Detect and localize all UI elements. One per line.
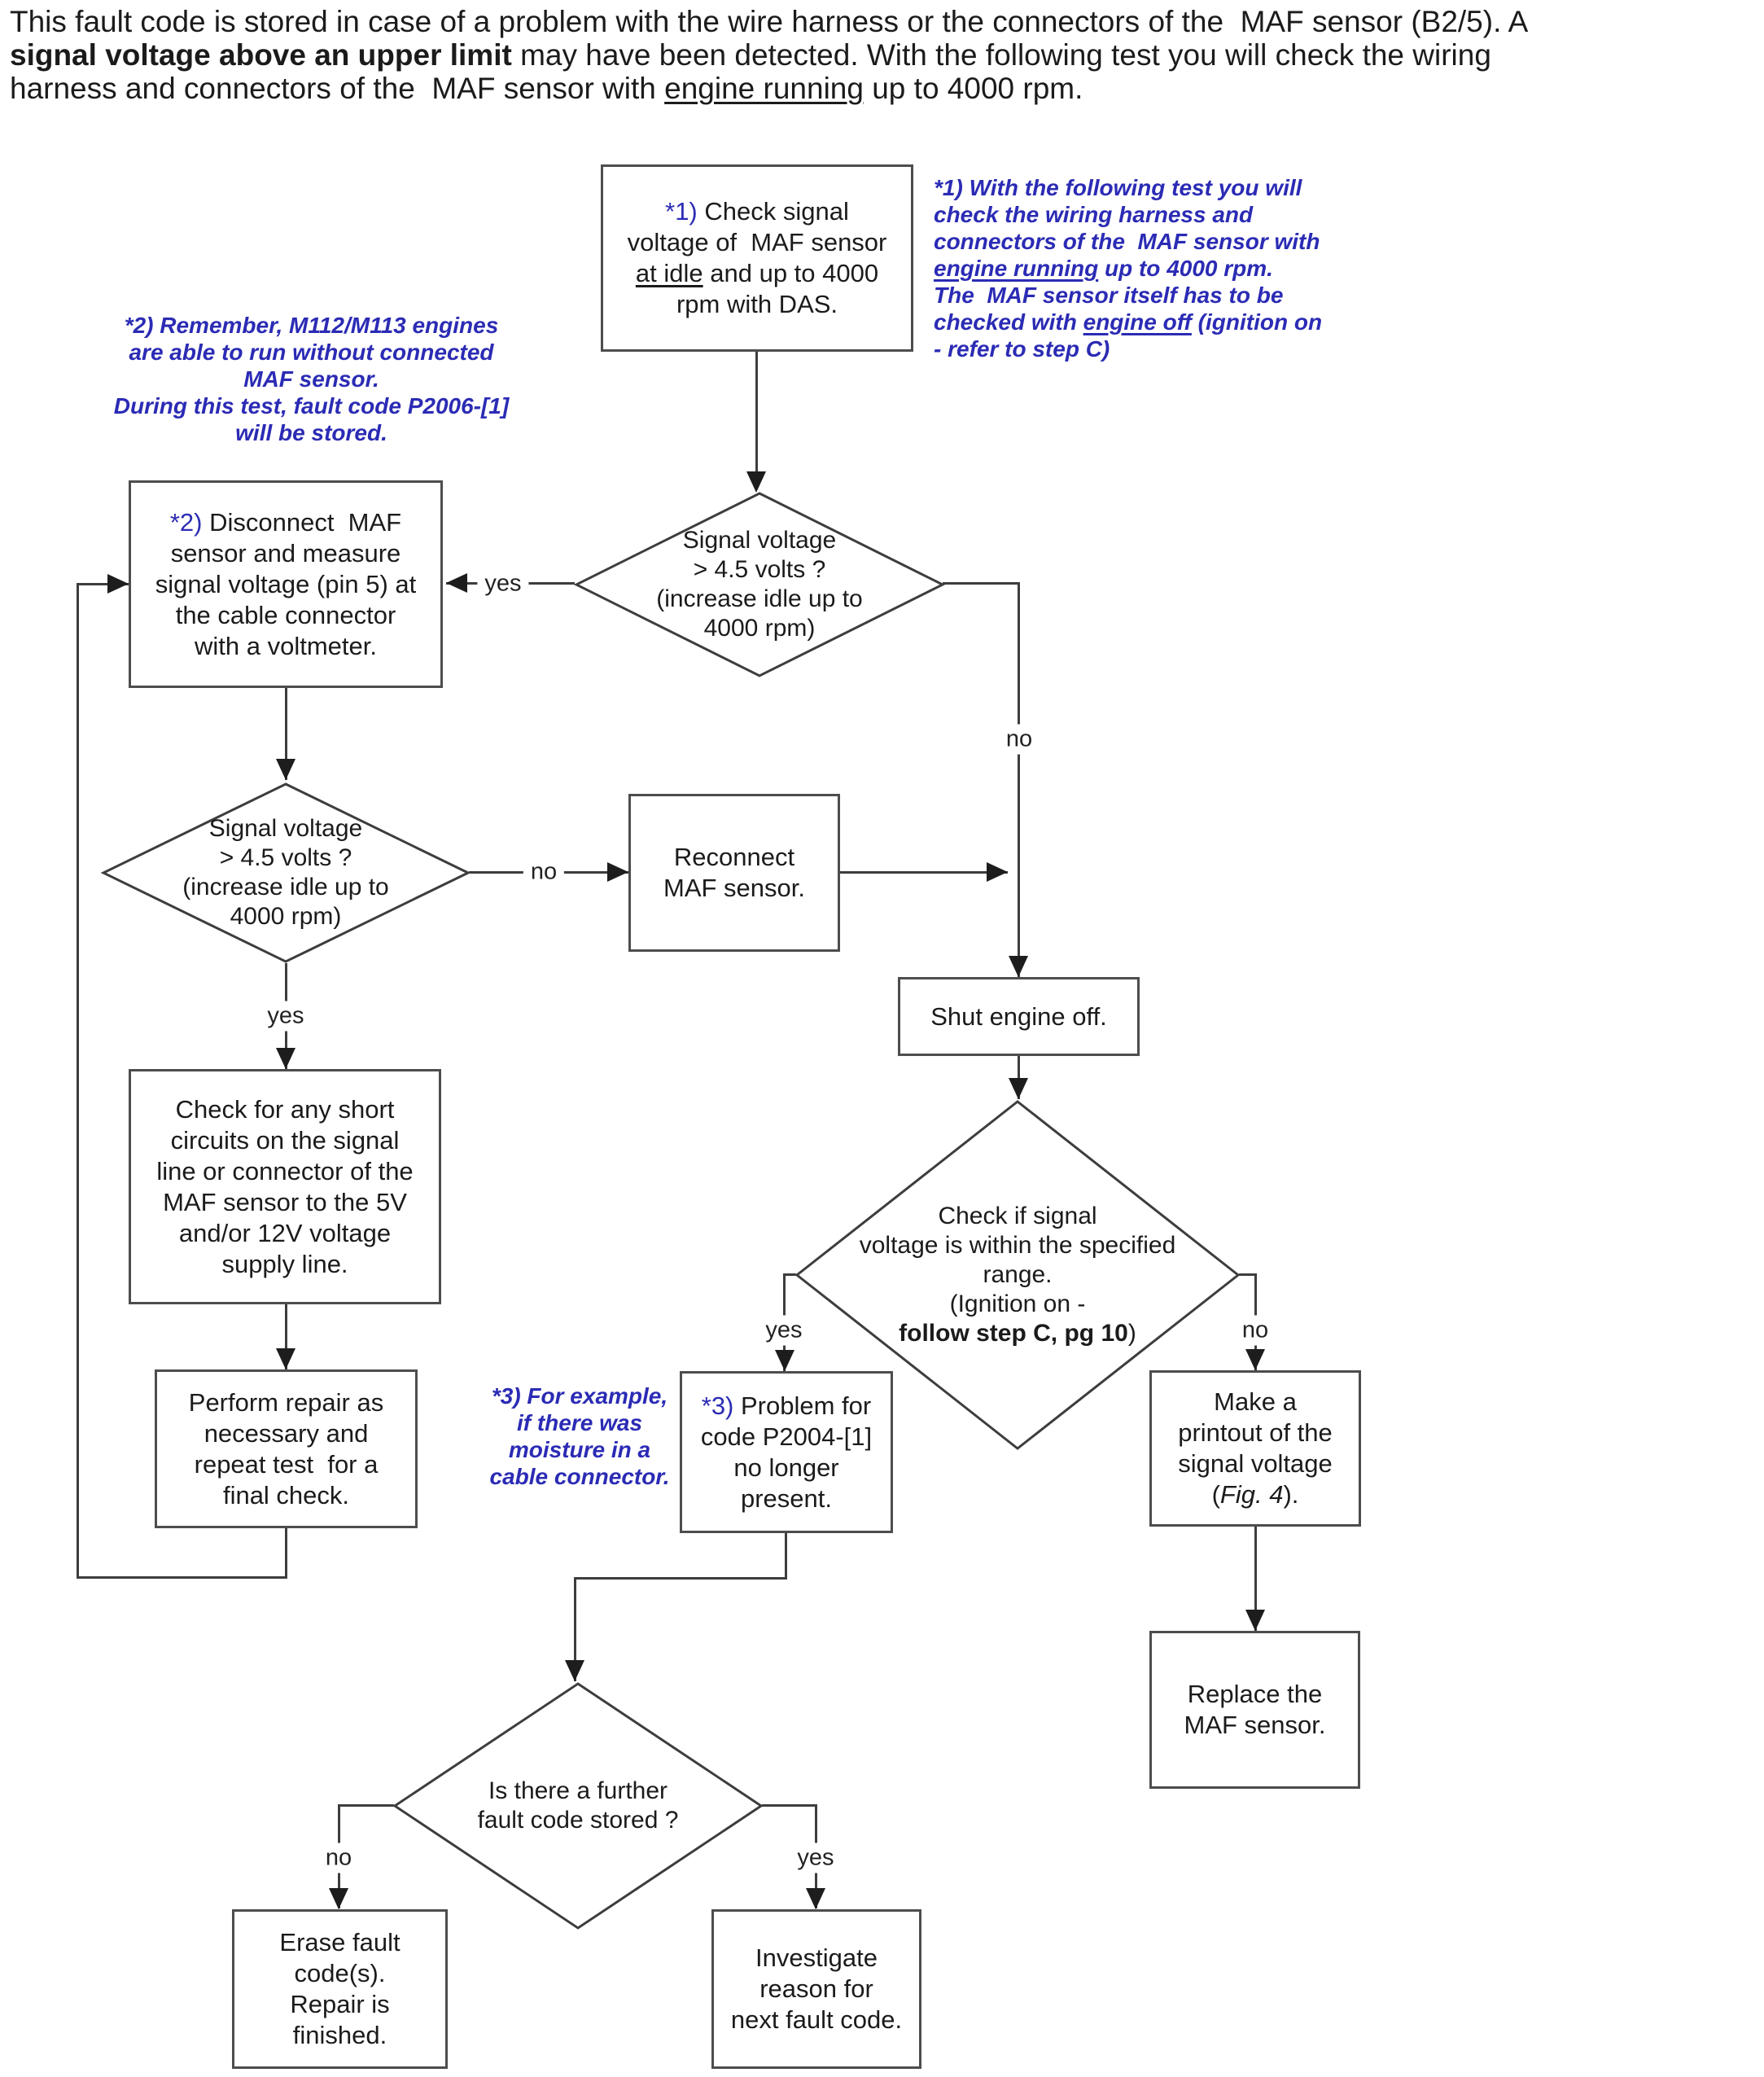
intro-paragraph: This fault code is stored in case of a p… xyxy=(10,5,1529,105)
flow-decision-signal-voltage-2: Signal voltage> 4.5 volts ?(increase idl… xyxy=(101,782,471,964)
connector-line xyxy=(77,583,79,1578)
connector-line xyxy=(77,583,129,585)
arrowhead-down xyxy=(565,1660,584,1681)
decision-text: Signal voltage> 4.5 volts ?(increase idl… xyxy=(182,815,389,930)
connector-line xyxy=(755,352,758,478)
connector-line xyxy=(785,1533,787,1580)
edge-label-yes-4: yes xyxy=(790,1843,842,1873)
arrowhead-right xyxy=(607,862,628,882)
arrowhead-left xyxy=(446,573,467,593)
diamond-shape xyxy=(101,782,471,963)
arrowhead-right xyxy=(987,862,1008,882)
edge-label-yes-3: yes xyxy=(758,1315,810,1346)
connector-line xyxy=(285,1528,287,1579)
decision-text: Signal voltage> 4.5 volts ?(increase idl… xyxy=(656,527,863,642)
connector-line xyxy=(840,871,1008,874)
edge-label-yes-1: yes xyxy=(477,568,529,599)
flow-decision-signal-voltage-1: Signal voltage> 4.5 volts ?(increase idl… xyxy=(574,491,945,678)
arrowhead-down xyxy=(746,471,766,493)
arrowhead-down xyxy=(1009,956,1028,977)
connector-line xyxy=(783,1273,796,1276)
arrowhead-down xyxy=(1245,1349,1265,1370)
arrowhead-down xyxy=(276,1348,295,1369)
edge-label-no-1: no xyxy=(998,724,1040,755)
connector-line xyxy=(77,1576,287,1579)
arrowhead-down xyxy=(1009,1078,1028,1099)
connector-line xyxy=(285,1304,287,1369)
diamond-shape xyxy=(574,492,945,677)
arrowhead-down xyxy=(806,1888,825,1909)
edge-label-no-4: no xyxy=(317,1843,360,1873)
connector-line xyxy=(574,1577,576,1681)
connector-line xyxy=(1018,1056,1020,1099)
connector-line xyxy=(1254,1527,1257,1631)
edge-label-yes-2: yes xyxy=(260,1001,312,1032)
connector-line xyxy=(762,1804,817,1807)
arrowhead-down xyxy=(329,1888,348,1909)
diamond-shape xyxy=(392,1682,764,1930)
connector-line xyxy=(1239,1273,1257,1276)
edge-label-no-3: no xyxy=(1234,1315,1276,1346)
arrowhead-down xyxy=(276,759,295,780)
connector-line xyxy=(285,688,287,780)
arrowhead-right xyxy=(107,574,129,594)
arrowhead-down xyxy=(1245,1610,1265,1631)
diamond-shape xyxy=(794,1100,1241,1450)
arrowhead-down xyxy=(775,1350,794,1371)
arrowhead-down xyxy=(276,1048,295,1069)
connector-line xyxy=(943,582,1020,585)
edge-label-no-2: no xyxy=(523,857,565,887)
connector-line xyxy=(1018,582,1020,977)
connector-line xyxy=(338,1804,394,1807)
flow-box-shut-engine-off: Shut engine off. xyxy=(898,977,1140,1056)
connector-line xyxy=(574,1577,786,1580)
